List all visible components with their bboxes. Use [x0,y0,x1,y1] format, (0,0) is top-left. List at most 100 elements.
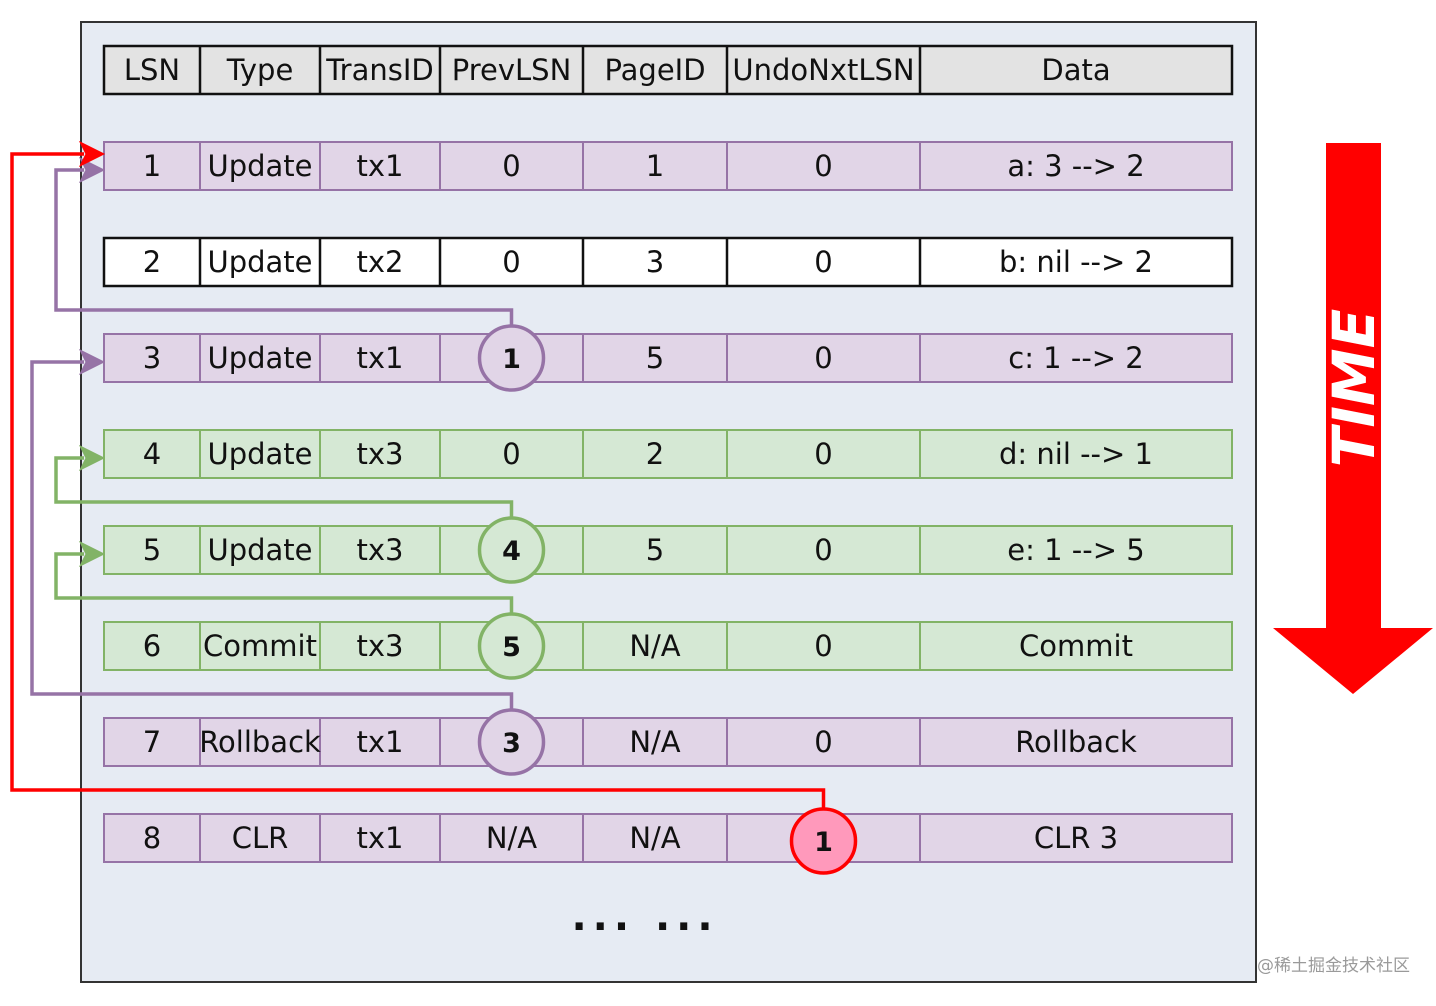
cell-lsn: 3 [143,341,161,375]
cell-transid: tx1 [357,821,404,855]
cell-pageid: 5 [646,533,664,567]
cell-undonxtlsn: 0 [814,533,832,567]
pointer-circle-label: 4 [502,536,521,567]
header-cell-undonxtlsn: UndoNxtLSN [732,53,914,87]
arrowhead-icon [78,140,106,168]
cell-undonxtlsn: 0 [814,629,832,663]
header-cell-pageid: PageID [604,53,705,87]
link-line [54,552,514,627]
link-line [54,168,514,339]
pointer-circle-row-5: 4 [477,516,546,584]
pointer-links [10,140,826,819]
log-row-2-background [102,236,1234,288]
cell-data: e: 1 --> 5 [1007,533,1144,567]
cell-data: CLR 3 [1034,821,1118,855]
link-7-to-3 [30,348,514,723]
log-row-2: 2 Update tx2 0 3 0 b: nil --> 2 [102,236,1234,288]
pointer-circle [477,516,546,584]
pointer-circle-row-7: 3 [477,708,546,776]
cell-transid: tx1 [357,341,404,375]
watermark: @稀土掘金技术社区 [1257,956,1410,976]
arrowhead-icon [78,540,106,568]
cell-transid: tx2 [357,245,404,279]
link-6-to-5 [54,540,514,627]
link-line [10,152,826,819]
cell-pageid: N/A [629,725,680,759]
cell-type: Update [207,533,312,567]
link-line [54,456,514,531]
pointer-circle-label: 5 [502,632,521,663]
cell-lsn: 7 [143,725,161,759]
log-row-5-background [103,525,1233,575]
pointer-circle-row-8: 1 [789,807,858,875]
log-row-1: 1 Update tx1 0 1 0 a: 3 --> 2 [103,141,1233,191]
log-row-8: 8 CLR tx1 N/A N/A CLR 3 [103,813,1233,863]
cell-undonxtlsn: 0 [814,437,832,471]
header-cell-data: Data [1041,53,1110,87]
pointer-circle-row-6: 5 [477,612,546,680]
cell-undonxtlsn: 0 [814,341,832,375]
cell-prevlsn: N/A [486,821,537,855]
cell-transid: tx3 [357,437,404,471]
cell-data: a: 3 --> 2 [1007,149,1144,183]
cell-pageid: N/A [629,629,680,663]
cell-undonxtlsn: 0 [814,149,832,183]
cell-data: d: nil --> 1 [999,437,1153,471]
time-arrow: TIME [1273,143,1433,694]
cell-type: Commit [203,629,317,663]
cell-type: Update [207,245,312,279]
pointer-circle-row-3: 1 [477,324,546,392]
cell-data: c: 1 --> 2 [1008,341,1144,375]
cell-undonxtlsn: 0 [814,245,832,279]
cell-prevlsn: 0 [502,437,520,471]
cell-pageid: 5 [646,341,664,375]
log-row-8-background [103,813,1233,863]
cell-prevlsn: 0 [502,245,520,279]
log-row-1-background [103,141,1233,191]
header-cell-type: Type [226,53,294,87]
cell-type: CLR [232,821,289,855]
header-cell-prevlsn: PrevLSN [452,53,572,87]
log-row-4: 4 Update tx3 0 2 0 d: nil --> 1 [103,429,1233,479]
log-row-3: 3 Update tx1 5 0 c: 1 --> 2 [103,333,1233,383]
cell-pageid: 1 [646,149,664,183]
cell-data: Rollback [1015,725,1137,759]
cell-transid: tx3 [357,629,404,663]
cell-type: Update [207,437,312,471]
cell-type: Update [207,149,312,183]
cell-transid: tx3 [357,533,404,567]
cell-data: Commit [1019,629,1133,663]
cell-data: b: nil --> 2 [999,245,1153,279]
pointer-circle [789,807,858,875]
log-row-6-background [103,621,1233,671]
cell-lsn: 4 [143,437,161,471]
cell-lsn: 1 [143,149,161,183]
cell-type: Update [207,341,312,375]
cell-pageid: 3 [646,245,664,279]
ellipsis: ... ... [571,894,718,940]
cell-transid: tx1 [357,725,404,759]
cell-prevlsn: 0 [502,149,520,183]
log-row-7-background [103,717,1233,767]
pointer-circle-label: 3 [502,728,521,759]
arrowhead-icon [78,348,106,376]
cell-lsn: 6 [143,629,161,663]
cell-pageid: 2 [646,437,664,471]
link-5-to-4 [54,444,514,531]
time-arrow-icon [1273,143,1433,694]
cell-transid: tx1 [357,149,404,183]
table-header-background [102,44,1234,96]
cell-pageid: N/A [629,821,680,855]
arrowhead-icon [78,444,106,472]
cell-lsn: 5 [143,533,161,567]
cell-lsn: 8 [143,821,161,855]
link-line [30,360,514,723]
log-row-3-background [103,333,1233,383]
time-label: TIME [1320,309,1388,467]
log-row-4-background [103,429,1233,479]
cell-lsn: 2 [143,245,161,279]
